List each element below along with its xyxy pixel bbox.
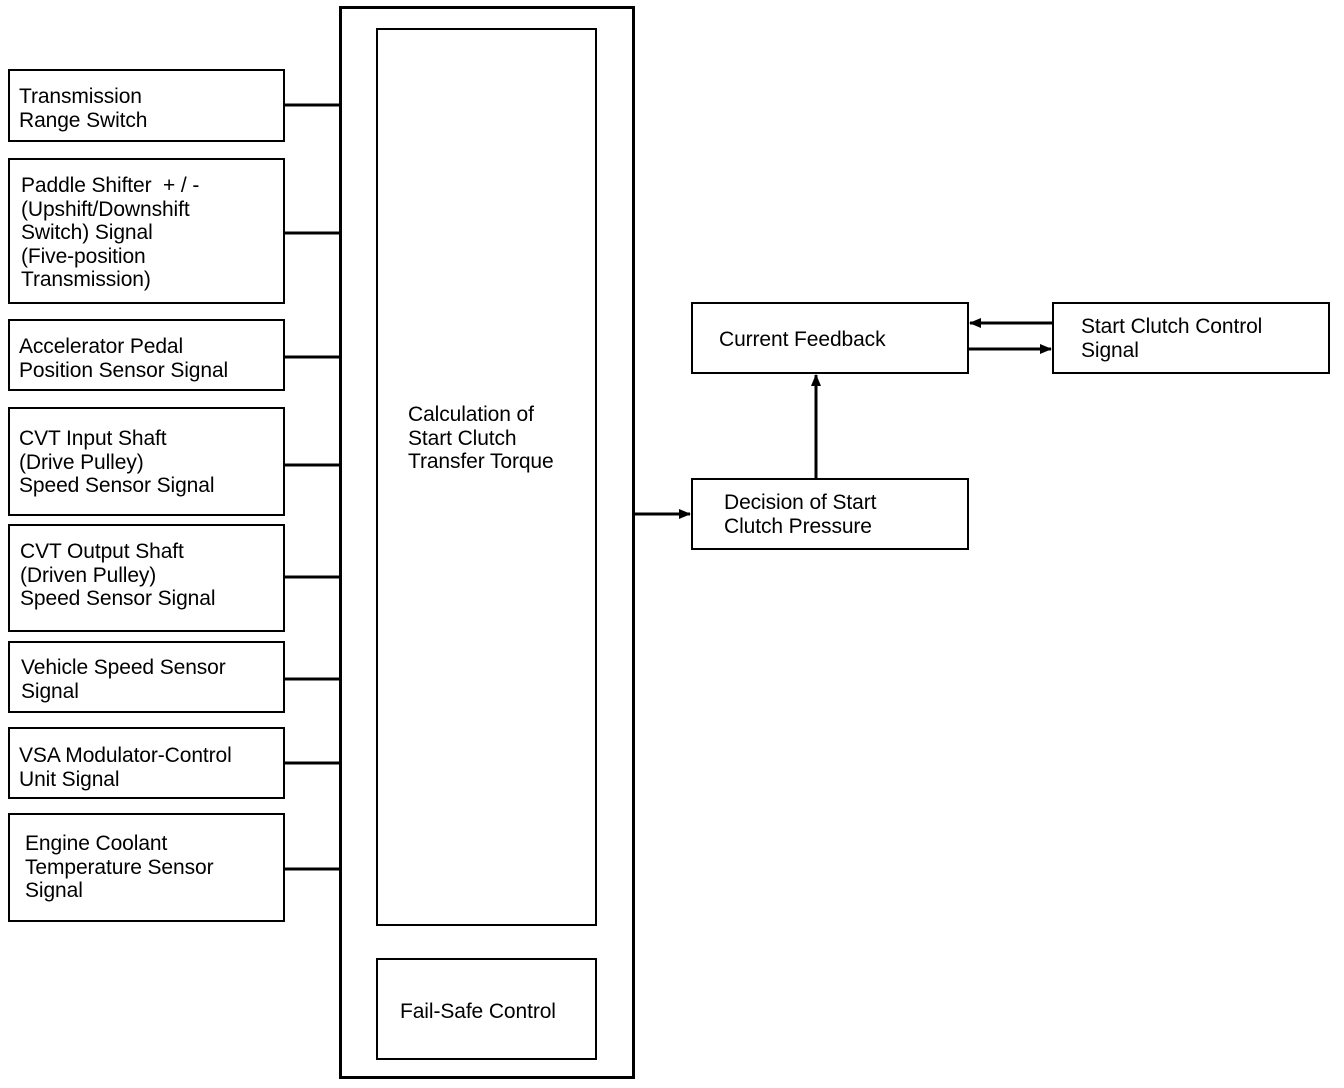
decision-box: Decision of Start Clutch Pressure [691, 478, 969, 550]
input-label-vehicle-speed-sensor: Vehicle Speed Sensor Signal [21, 656, 226, 703]
calculation-box: Calculation of Start Clutch Transfer Tor… [376, 28, 597, 926]
input-label-cvt-input-shaft: CVT Input Shaft (Drive Pulley) Speed Sen… [19, 427, 215, 497]
input-box-vehicle-speed-sensor: Vehicle Speed Sensor Signal [8, 641, 285, 713]
input-label-transmission-range-switch: Transmission Range Switch [19, 85, 148, 132]
current-feedback-label: Current Feedback [719, 328, 886, 351]
input-label-accelerator-pedal: Accelerator Pedal Position Sensor Signal [19, 335, 229, 382]
input-box-cvt-output-shaft: CVT Output Shaft (Driven Pulley) Speed S… [8, 524, 285, 632]
input-box-paddle-shifter: Paddle Shifter + / - (Upshift/Downshift … [8, 158, 285, 304]
decision-label: Decision of Start Clutch Pressure [724, 491, 877, 538]
calculation-label: Calculation of Start Clutch Transfer Tor… [408, 403, 554, 473]
input-box-cvt-input-shaft: CVT Input Shaft (Drive Pulley) Speed Sen… [8, 407, 285, 516]
input-box-vsa-modulator: VSA Modulator-Control Unit Signal [8, 727, 285, 799]
fail-safe-box: Fail-Safe Control [376, 958, 597, 1060]
input-box-engine-coolant-temperature: Engine Coolant Temperature Sensor Signal [8, 813, 285, 922]
start-clutch-signal-box: Start Clutch Control Signal [1052, 302, 1330, 374]
input-label-cvt-output-shaft: CVT Output Shaft (Driven Pulley) Speed S… [20, 540, 216, 610]
input-label-vsa-modulator: VSA Modulator-Control Unit Signal [19, 744, 232, 791]
input-label-engine-coolant-temperature: Engine Coolant Temperature Sensor Signal [25, 832, 214, 902]
current-feedback-box: Current Feedback [691, 302, 969, 374]
start-clutch-signal-label: Start Clutch Control Signal [1081, 315, 1263, 362]
input-label-paddle-shifter: Paddle Shifter + / - (Upshift/Downshift … [21, 174, 200, 291]
fail-safe-label: Fail-Safe Control [400, 1000, 556, 1023]
input-box-accelerator-pedal: Accelerator Pedal Position Sensor Signal [8, 319, 285, 391]
input-box-transmission-range-switch: Transmission Range Switch [8, 69, 285, 142]
